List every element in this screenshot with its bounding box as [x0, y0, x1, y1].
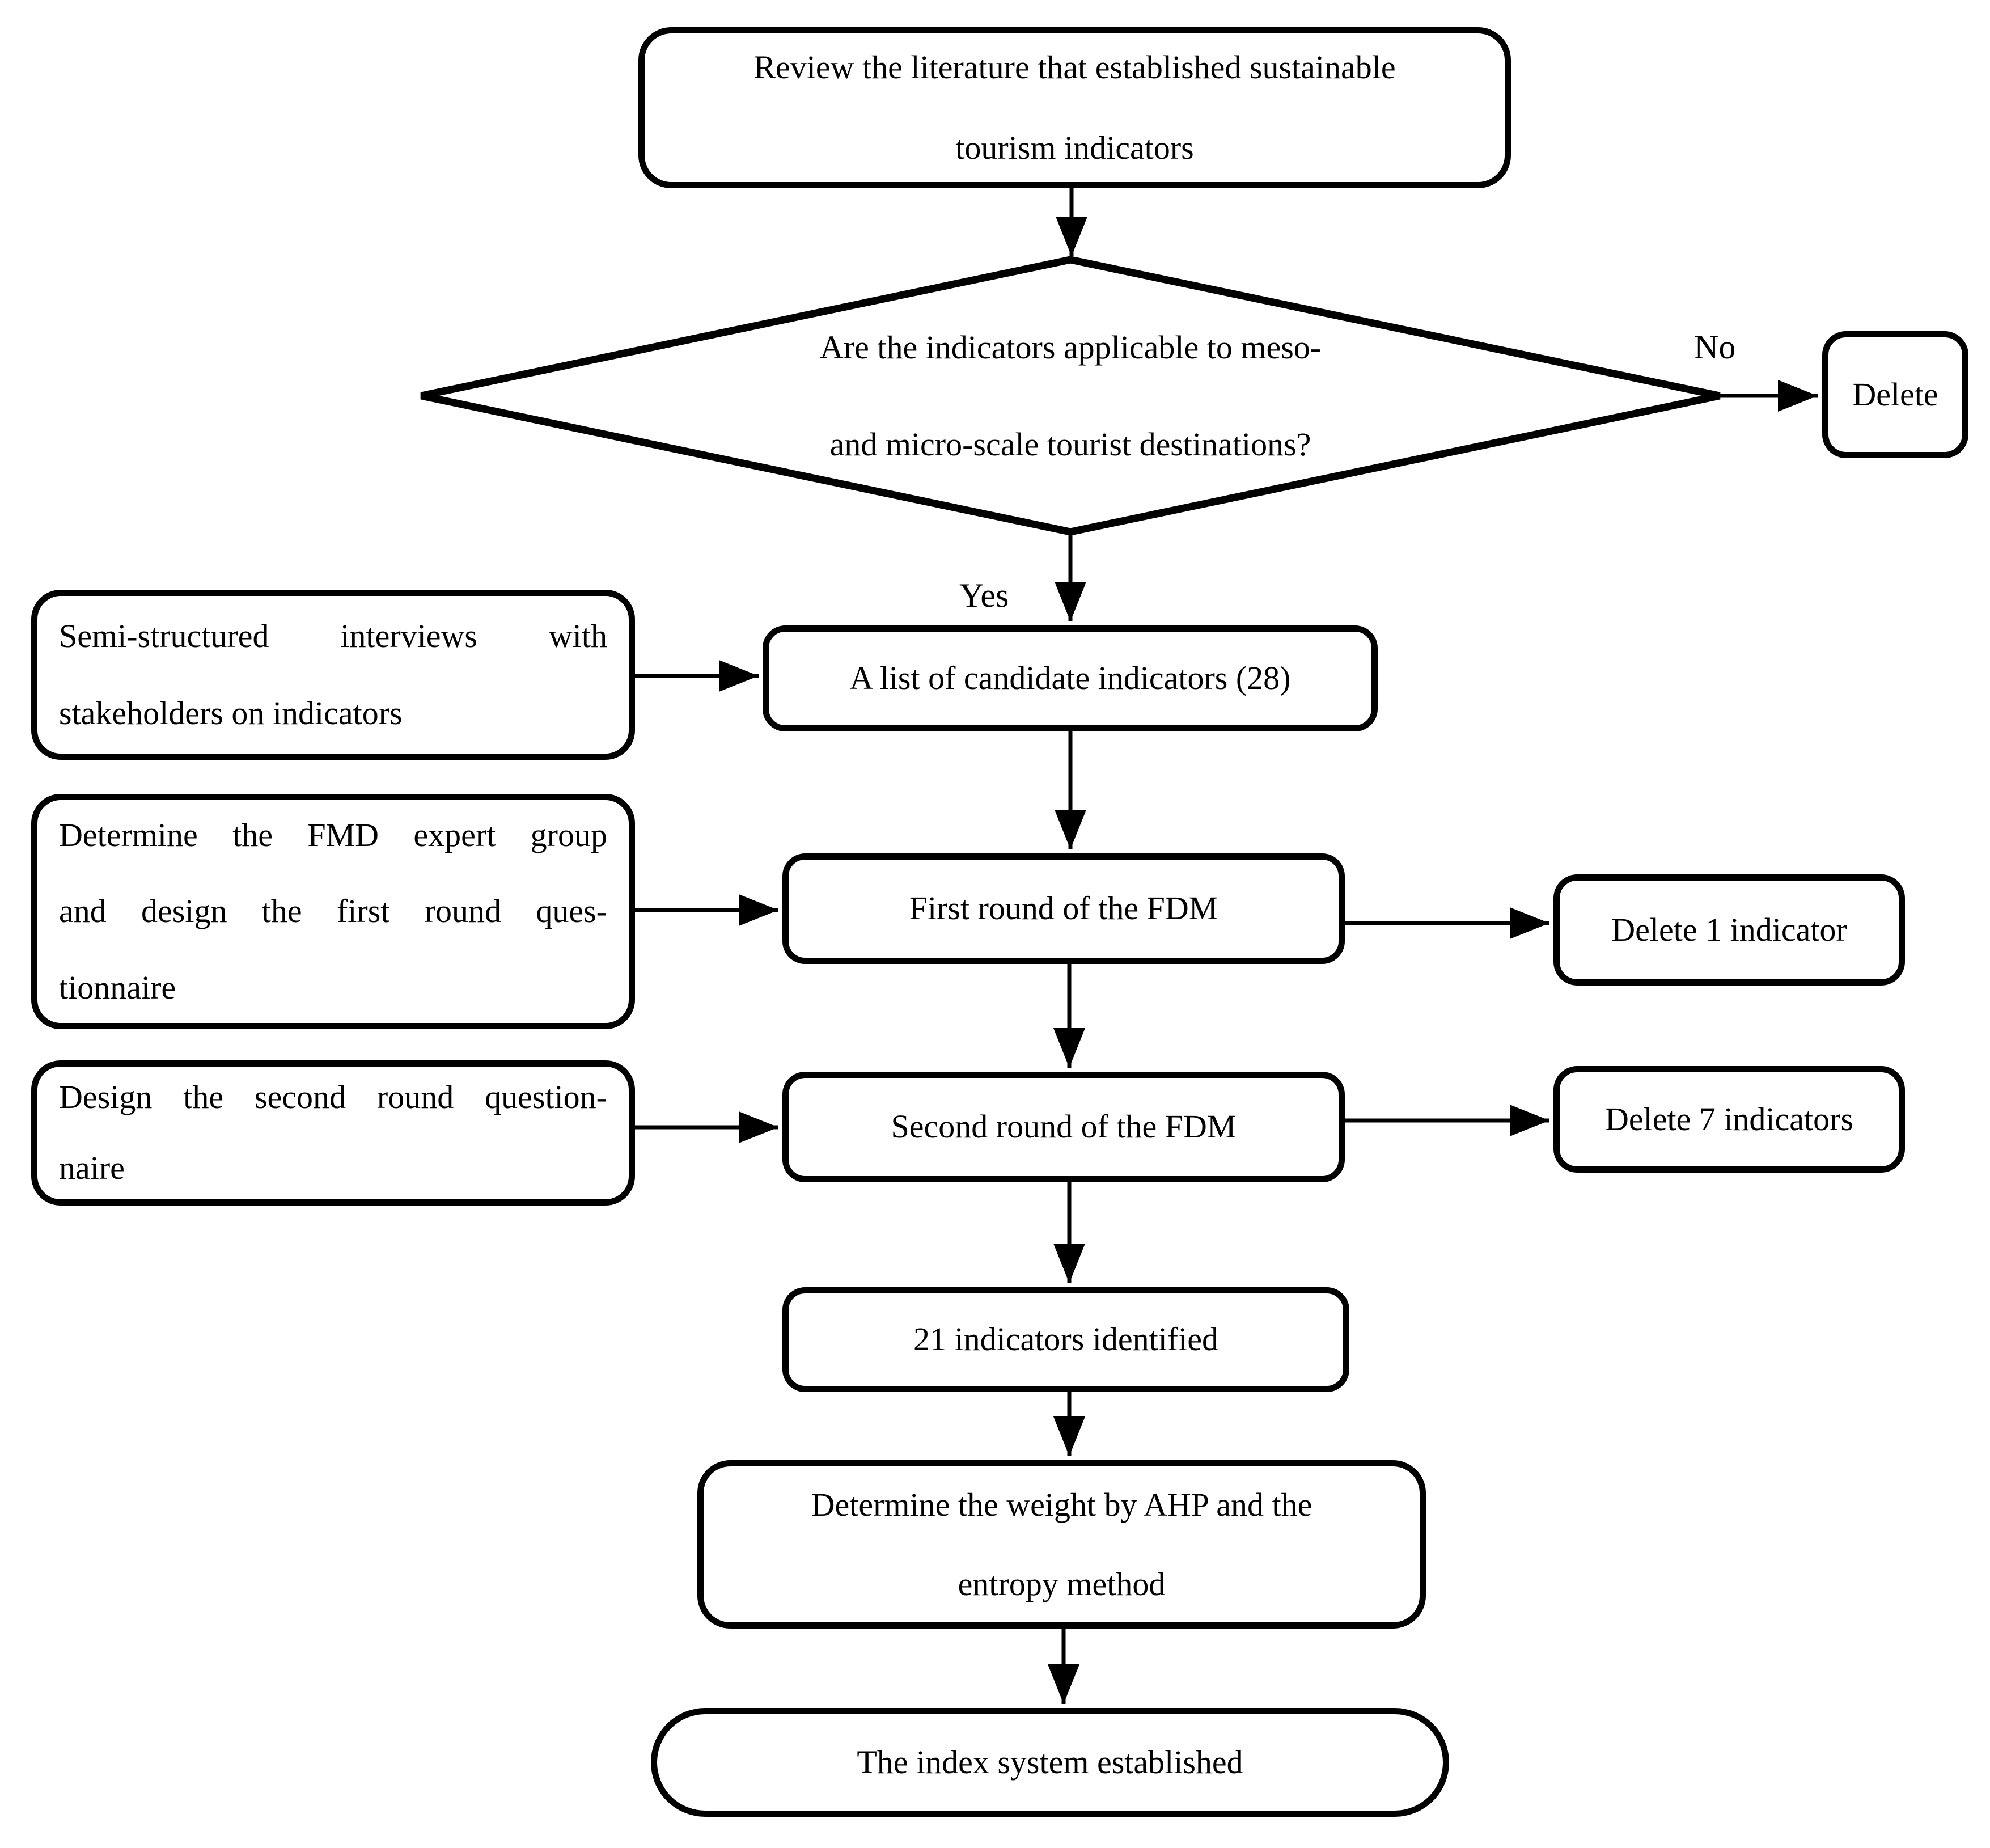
node-second-round-questionnaire: Design the second round question- naire: [31, 1060, 635, 1206]
node-text-line: Determine the weight by AHP and the: [811, 1486, 1312, 1524]
node-text-line: Second round of the FDM: [891, 1108, 1237, 1145]
edge-label-no: No: [1694, 328, 1736, 366]
node-text-line: stakeholders on indicators: [59, 695, 403, 731]
edge-label-yes: Yes: [959, 577, 1009, 614]
node-index-system-established: The index system established: [651, 1708, 1449, 1817]
node-text-line: Determine the FMD expert group: [59, 816, 607, 853]
node-text-line: Review the literature that established s…: [753, 48, 1396, 86]
decision-applicable-text: Are the indicators applicable to meso- a…: [680, 298, 1460, 494]
node-text-line: First round of the FDM: [909, 890, 1218, 927]
node-21-indicators-identified: 21 indicators identified: [782, 1287, 1349, 1392]
node-delete-7-indicators: Delete 7 indicators: [1553, 1066, 1905, 1173]
node-candidate-indicators: A list of candidate indicators (28): [763, 625, 1378, 731]
node-text-line: and design the first round ques-: [59, 893, 607, 930]
node-text-line: Delete 7 indicators: [1604, 1100, 1854, 1137]
node-text-line: naire: [59, 1149, 125, 1186]
node-text-line: tourism indicators: [955, 129, 1194, 166]
node-fmd-expert-group: Determine the FMD expert group and desig…: [31, 794, 635, 1029]
node-text-line: Delete 1 indicator: [1611, 911, 1847, 948]
node-text-line: Are the indicators applicable to meso-: [819, 328, 1322, 366]
node-delete-1-indicator: Delete 1 indicator: [1553, 874, 1905, 986]
node-text-line: Delete: [1852, 375, 1938, 413]
node-text-line: tionnaire: [59, 969, 176, 1006]
node-text-line: A list of candidate indicators (28): [849, 659, 1291, 697]
node-review-literature: Review the literature that established s…: [638, 27, 1511, 188]
node-semi-structured-interviews: Semi-structured interviews with stakehol…: [31, 590, 635, 760]
node-text-line: Semi-structured interviews with: [59, 617, 607, 654]
node-first-round-fdm: First round of the FDM: [782, 853, 1345, 964]
node-text-line: and micro-scale tourist destinations?: [829, 426, 1311, 463]
node-text-line: Design the second round question-: [59, 1079, 607, 1116]
node-text-line: The index system established: [857, 1743, 1243, 1781]
node-second-round-fdm: Second round of the FDM: [782, 1072, 1345, 1182]
node-text-line: entropy method: [958, 1565, 1166, 1602]
node-text-line: 21 indicators identified: [913, 1321, 1218, 1358]
node-weighting-ahp-entropy: Determine the weight by AHP and the entr…: [697, 1460, 1426, 1629]
node-delete: Delete: [1822, 331, 1968, 458]
